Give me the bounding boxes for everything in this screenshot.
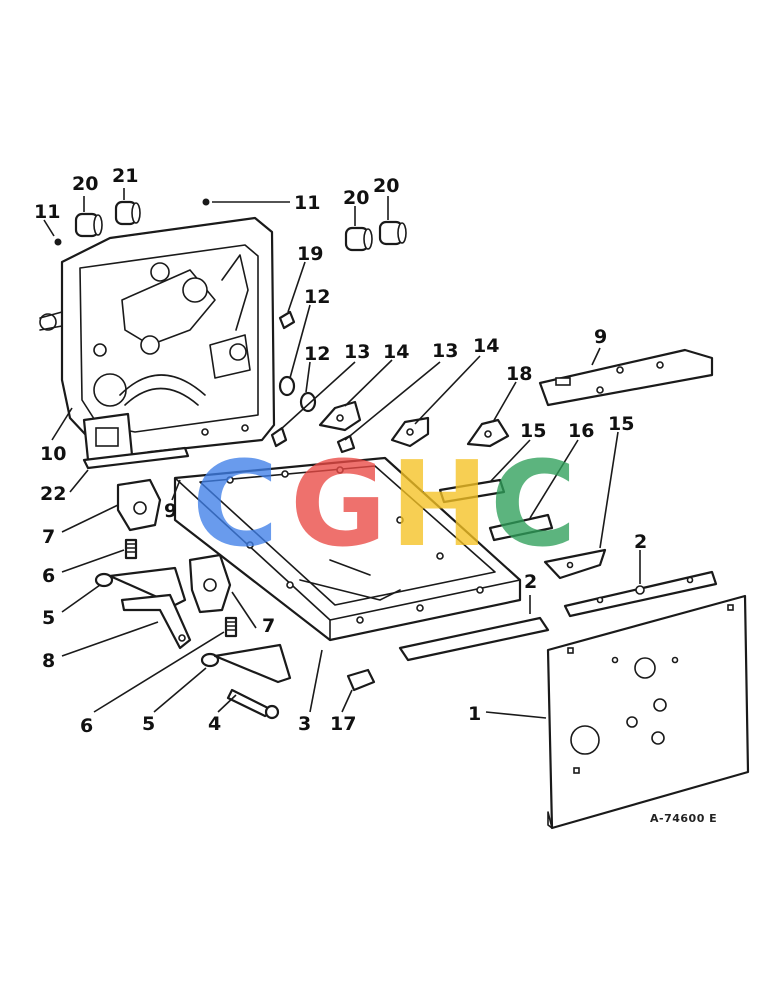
small-fasteners xyxy=(54,198,317,413)
frame xyxy=(173,456,522,642)
callout-7-b: 7 xyxy=(262,615,275,637)
callout-1: 1 xyxy=(468,703,481,725)
callout-4: 4 xyxy=(208,713,221,735)
leader-lines xyxy=(43,188,641,719)
callout-20-left: 20 xyxy=(72,173,98,195)
callout-17: 17 xyxy=(330,713,356,735)
gasket xyxy=(82,446,190,470)
callout-21: 21 xyxy=(112,165,138,187)
callout-9-frame: 9 xyxy=(164,500,177,522)
callout-5-a: 5 xyxy=(42,607,55,629)
callout-15-b: 15 xyxy=(608,413,634,435)
callout-14-a: 14 xyxy=(383,341,409,363)
watermark-letter-h: H xyxy=(390,435,489,573)
watermark-letter-c1: C xyxy=(192,435,279,573)
callout-22: 22 xyxy=(40,483,66,505)
linkage-parts xyxy=(94,478,376,720)
callout-18: 18 xyxy=(506,363,532,385)
callout-10: 10 xyxy=(40,443,66,465)
callout-13-b: 13 xyxy=(432,340,458,362)
callout-8: 8 xyxy=(42,650,55,672)
callout-11-top: 11 xyxy=(294,192,320,214)
cover-plate xyxy=(546,594,750,830)
callout-6-a: 6 xyxy=(42,565,55,587)
callout-9-top: 9 xyxy=(594,326,607,348)
callout-13-a: 13 xyxy=(344,341,370,363)
callout-11-left: 11 xyxy=(34,201,60,223)
watermark-letter-c2: C xyxy=(490,435,577,573)
callout-20-right-a: 20 xyxy=(343,187,369,209)
bushings xyxy=(74,200,407,252)
housing xyxy=(39,216,276,462)
brackets xyxy=(438,478,607,580)
callout-20-right-b: 20 xyxy=(373,175,399,197)
reference-code: A-74600 E xyxy=(650,812,717,825)
callout-16: 16 xyxy=(568,420,594,442)
callout-3: 3 xyxy=(298,713,311,735)
watermark-letter-g: G xyxy=(290,435,387,573)
callout-14-b: 14 xyxy=(473,335,499,357)
callout-labels: 20 21 11 11 20 20 19 12 12 13 14 13 14 1… xyxy=(34,165,647,737)
small-plates xyxy=(270,400,510,454)
bars xyxy=(398,570,718,662)
watermark: C G H C xyxy=(192,435,577,573)
callout-19: 19 xyxy=(297,243,323,265)
callout-6-b: 6 xyxy=(80,715,93,737)
callout-5-b: 5 xyxy=(142,713,155,735)
top-plate xyxy=(538,348,714,407)
callout-15-a: 15 xyxy=(520,420,546,442)
callout-12-b: 12 xyxy=(304,343,330,365)
callout-7-a: 7 xyxy=(42,526,55,548)
callout-2-center: 2 xyxy=(524,571,537,593)
callout-2-right: 2 xyxy=(634,531,647,553)
callout-12-a: 12 xyxy=(304,286,330,308)
